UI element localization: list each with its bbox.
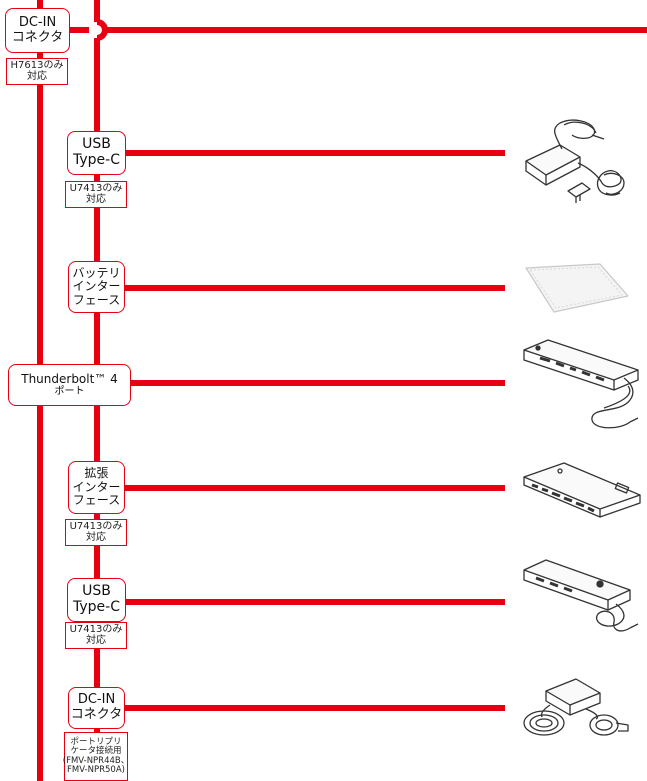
dc-ac-adapter-icon [520,673,635,748]
dc-in-line-1: DC-IN [18,14,57,30]
dc-in2-line-1: DC-IN [77,692,116,708]
dc-in-connector-label: DC-IN コネクタ [5,8,70,53]
u7413a-line-2: 対応 [86,193,106,205]
dc-in2-line-2: コネクタ [70,707,123,722]
usb-type-c-connector-label: USB Type-C [67,131,126,175]
usb2-line-1: USB [82,583,111,600]
u7413c-line-1: U7413のみ [69,623,123,635]
battery-line-3: フェース [72,292,121,307]
thunderbolt4-port-connector-label: Thunderbolt™ 4 ポート [8,364,131,406]
u7413c-line-2: 対応 [86,634,106,646]
expansion-interface-connector-label: 拡張 インター フェース [68,461,125,514]
thunderbolt-line-2: ポート [54,386,85,398]
replicator-line-3: (FMV-NPR44B、 [62,755,130,766]
u7413-only-note-1: U7413のみ 対応 [65,181,127,208]
replicator-line-2: ケータ接続用 [70,746,122,757]
h7613-line-1: H7613のみ [10,59,64,71]
expansion-line-2: インター [72,479,121,494]
u7413b-line-1: U7413のみ [69,520,123,532]
thunderbolt-dock-icon [520,334,645,434]
h7613-only-note: H7613のみ 対応 [6,58,68,85]
expansion-line-1: 拡張 [84,466,109,481]
u7413b-line-2: 対応 [86,531,106,543]
port-replicator-note: ポートリプリ ケータ接続用 (FMV-NPR44B、 FMV-NPR50A) [62,732,130,781]
battery-pack-icon [520,258,635,318]
replicator-line-4: FMV-NPR50A) [67,764,125,775]
dc-in-line-2: コネクタ [11,29,64,45]
battery-line-1: バッテリ [72,265,121,280]
replicator-line-1: ポートリプリ [70,737,122,748]
usb-line-2: Type-C [73,152,120,168]
usb-c-ac-adapter-icon [520,113,635,213]
expansion-line-3: フェース [72,493,121,508]
u7413a-line-1: U7413のみ [69,182,123,194]
battery-interface-connector-label: バッテリ インター フェース [68,261,125,313]
u7413-only-note-3: U7413のみ 対応 [65,622,127,649]
u7413-only-note-2: U7413のみ 対応 [65,519,127,546]
battery-line-2: インター [72,279,121,294]
h7613-line-2: 対応 [27,70,47,82]
dc-in-connector-label-2: DC-IN コネクタ [68,687,125,729]
usb2-line-2: Type-C [73,599,120,615]
thunderbolt-line-1: Thunderbolt™ 4 [21,371,118,386]
port-replicator-icon [520,455,645,525]
usb-type-c-connector-label-2: USB Type-C [67,578,126,622]
usb-line-1: USB [82,136,111,153]
usb-c-dock-icon [520,552,645,637]
